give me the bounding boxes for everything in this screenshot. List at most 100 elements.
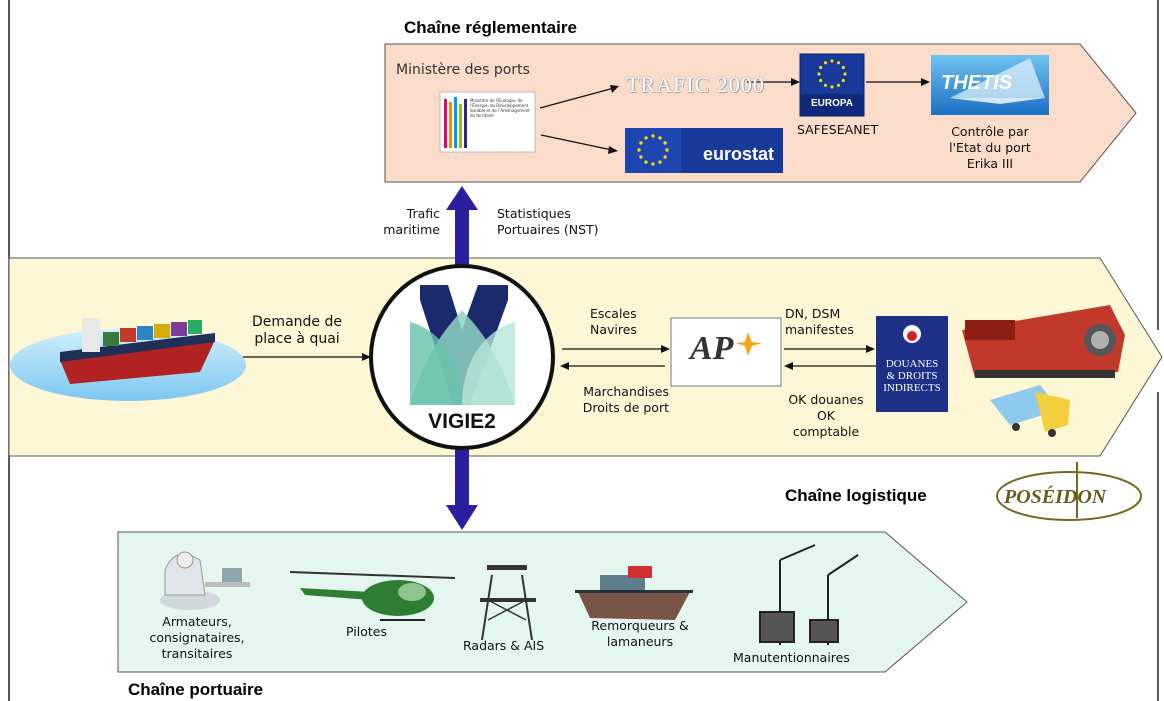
statistiques-label: Statistiques Portuaires (NST) [497,206,599,238]
eu-star [663,155,667,159]
eu-star [836,83,841,87]
demande-line-1: Demande de [252,314,342,330]
trafic-line-1: Trafic [406,206,440,221]
armateurs-line-3: transitaires [161,646,233,661]
ministry-logo-text: Ministère de l'Écologie, de l'Énergie, d… [470,98,530,118]
control-line-3: Erika III [966,156,1014,171]
trafic-line-2: maritime [383,222,440,237]
regulatory-chain-title: Chaîne réglementaire [404,18,577,37]
eu-star [637,148,641,152]
radars-label: Radars & AIS [463,638,545,653]
marchandises-label: Marchandises Droits de port [557,384,669,416]
logistics-arrows [228,345,876,370]
eu-star [830,85,834,89]
tugboat-image [575,566,693,620]
pilotes-label: Pilotes [346,624,387,639]
demande-label: Demande de place à quai [232,314,362,348]
ok-douanes-label: OK douanes OK comptable [776,392,876,440]
cranes-image [759,544,859,645]
europa-logo [799,53,865,117]
eu-star [658,136,662,140]
escales-line-1: Escales [590,306,637,321]
helicopter-image [289,571,456,621]
armateurs-image [160,551,250,610]
remorqueurs-line-1: Remorqueurs & [591,618,689,633]
europa-text: EUROPA [810,98,854,109]
poseidon-text: POSÉIDON [1004,486,1107,508]
eu-star [817,72,821,76]
douanes-logo [876,316,948,412]
trafic2000-logo [624,70,746,98]
thetis-text: THETIS [941,72,1013,94]
radar-tower-image [480,565,536,641]
control-line-2: l'Etat du port [949,140,1031,155]
truck-image [990,385,1070,437]
eu-star [843,72,847,76]
trafic2000-text: TRAFIC 2000 [626,72,765,97]
remorqueurs-label: Remorqueurs & lamaneurs [580,618,700,650]
logistics-band [8,257,1163,457]
eu-star [823,61,828,65]
regulatory-arrows [539,78,930,154]
eu-star [841,78,845,83]
locomotive-image [962,305,1125,378]
eu-star [663,141,667,145]
manutention-label: Manutentionnaires [733,650,850,665]
eu-star [651,162,655,166]
eu-star [819,78,823,83]
eu-star [841,65,845,70]
eu-star [644,160,648,164]
safeseanet-label: SAFESEANET [797,122,879,137]
stats-line-2: Portuaires (NST) [497,222,599,237]
eurostat-logo [625,128,783,173]
ok-line-3: comptable [792,424,860,439]
control-label: Contrôle par l'Etat du port Erika III [935,124,1045,172]
ministry-label: Ministère des ports [396,62,530,78]
ministry-logo [439,91,536,153]
trafic-maritime-label: Trafic maritime [380,206,440,238]
eurostat-text: eurostat [703,144,775,164]
eu-star [651,134,655,138]
eu-star [830,59,834,63]
logistics-chain-title: Chaîne logistique [785,486,927,505]
douanes-line-2: & DROITS [886,370,938,382]
vigie2-text: VIGIE2 [428,410,496,433]
eu-star [639,141,643,145]
douanes-line-1: DOUANES [885,358,939,370]
eu-star [823,83,828,87]
ok-line-2: OK [816,408,836,423]
marchandises-line-2: Droits de port [582,400,669,415]
escales-line-2: Navires [590,322,637,337]
eu-star [836,61,841,65]
ap-logo [670,317,782,387]
douanes-line-3: INDIRECTS [883,382,941,394]
control-line-1: Contrôle par [951,124,1029,139]
port-band [117,531,968,673]
marchandises-line-1: Marchandises [583,384,669,399]
ap-logo-text: AP [690,330,734,367]
port-chain-title: Chaîne portuaire [128,680,264,699]
remorqueurs-line-2: lamaneurs [606,634,674,649]
cargo-ship-image [10,318,246,401]
eu-star [665,148,669,152]
vigie2-logo [369,264,555,450]
eu-star [644,136,648,140]
thetis-logo [931,55,1049,115]
dn-line-1: DN, DSM [785,306,841,321]
dn-dsm-label: DN, DSM manifestes [785,306,854,338]
eu-star [658,160,662,164]
dn-line-2: manifestes [785,322,854,337]
douanes-text: DOUANES & DROITS INDIRECTS [876,358,948,394]
ok-line-1: OK douanes [788,392,864,407]
armateurs-line-1: Armateurs, [162,614,232,629]
demande-line-2: place à quai [254,331,340,347]
poseidon-logo [996,462,1142,521]
escales-label: Escales Navires [590,306,637,338]
armateurs-label: Armateurs, consignataires, transitaires [132,614,262,662]
eu-star [819,65,823,70]
armateurs-line-2: consignataires, [149,630,245,645]
eu-star [639,155,643,159]
stats-line-1: Statistiques [497,206,571,221]
